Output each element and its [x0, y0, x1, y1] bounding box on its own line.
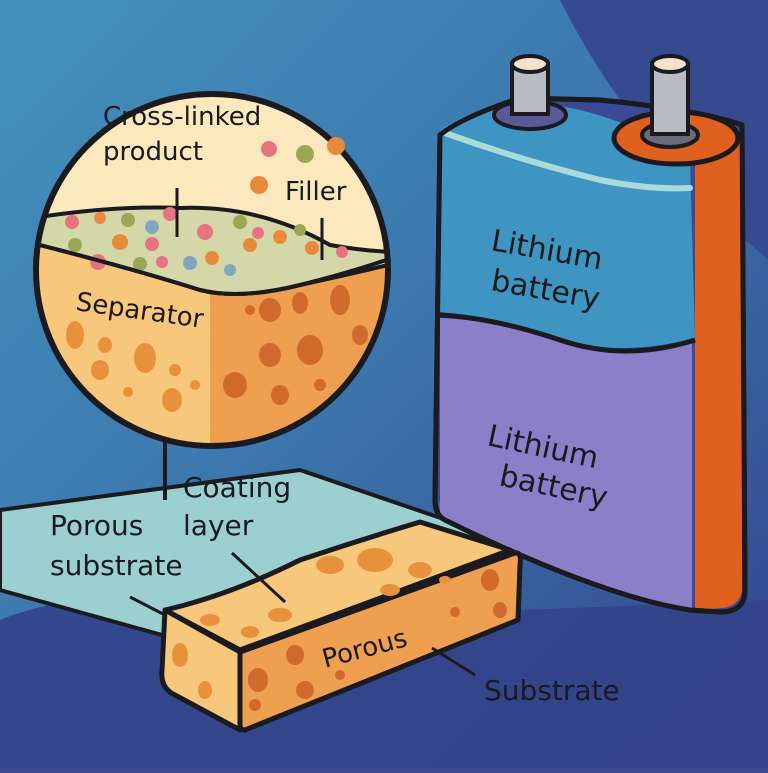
battery-stripe — [695, 129, 742, 611]
coating-leader — [230, 551, 287, 604]
substrate-leader — [431, 646, 476, 677]
porous-substrate-block: Porous — [159, 519, 523, 733]
battery-divider-line — [439, 312, 696, 354]
battery-top-highlight — [442, 130, 693, 192]
coating-particles — [65, 207, 348, 276]
porous-substrate-leader-2 — [129, 595, 166, 617]
legend-particle-orange — [327, 137, 345, 155]
porous-substrate-label-line2: substrate — [50, 549, 183, 582]
porous-substrate-label-line1: Porous — [50, 509, 143, 542]
cross-linked-label-line2: product — [103, 137, 203, 167]
block-top — [162, 519, 513, 653]
separator-pores — [66, 285, 368, 412]
legend-particle-pink — [261, 141, 277, 157]
block-pores — [172, 548, 507, 711]
positive-terminal — [640, 54, 700, 149]
lens-rim — [33, 91, 391, 449]
filler-label: Filler — [285, 177, 347, 207]
battery-lower-section — [439, 318, 692, 610]
coating-label-line2: layer — [183, 509, 254, 542]
lithium-battery: Lithium battery Lithium battery — [432, 54, 748, 615]
block-left-face — [159, 607, 243, 733]
cross-linked-label-line1: Cross-linked — [103, 102, 261, 132]
legend-particle-green — [296, 145, 314, 163]
magnified-view: Cross-linked product Filler Separator — [33, 91, 391, 449]
battery-upper-section — [440, 102, 695, 348]
coating-label-line1: Coating — [183, 471, 291, 504]
negative-terminal — [492, 54, 568, 131]
substrate-label: Substrate — [484, 674, 620, 707]
legend-particle-orange-2 — [250, 176, 268, 194]
